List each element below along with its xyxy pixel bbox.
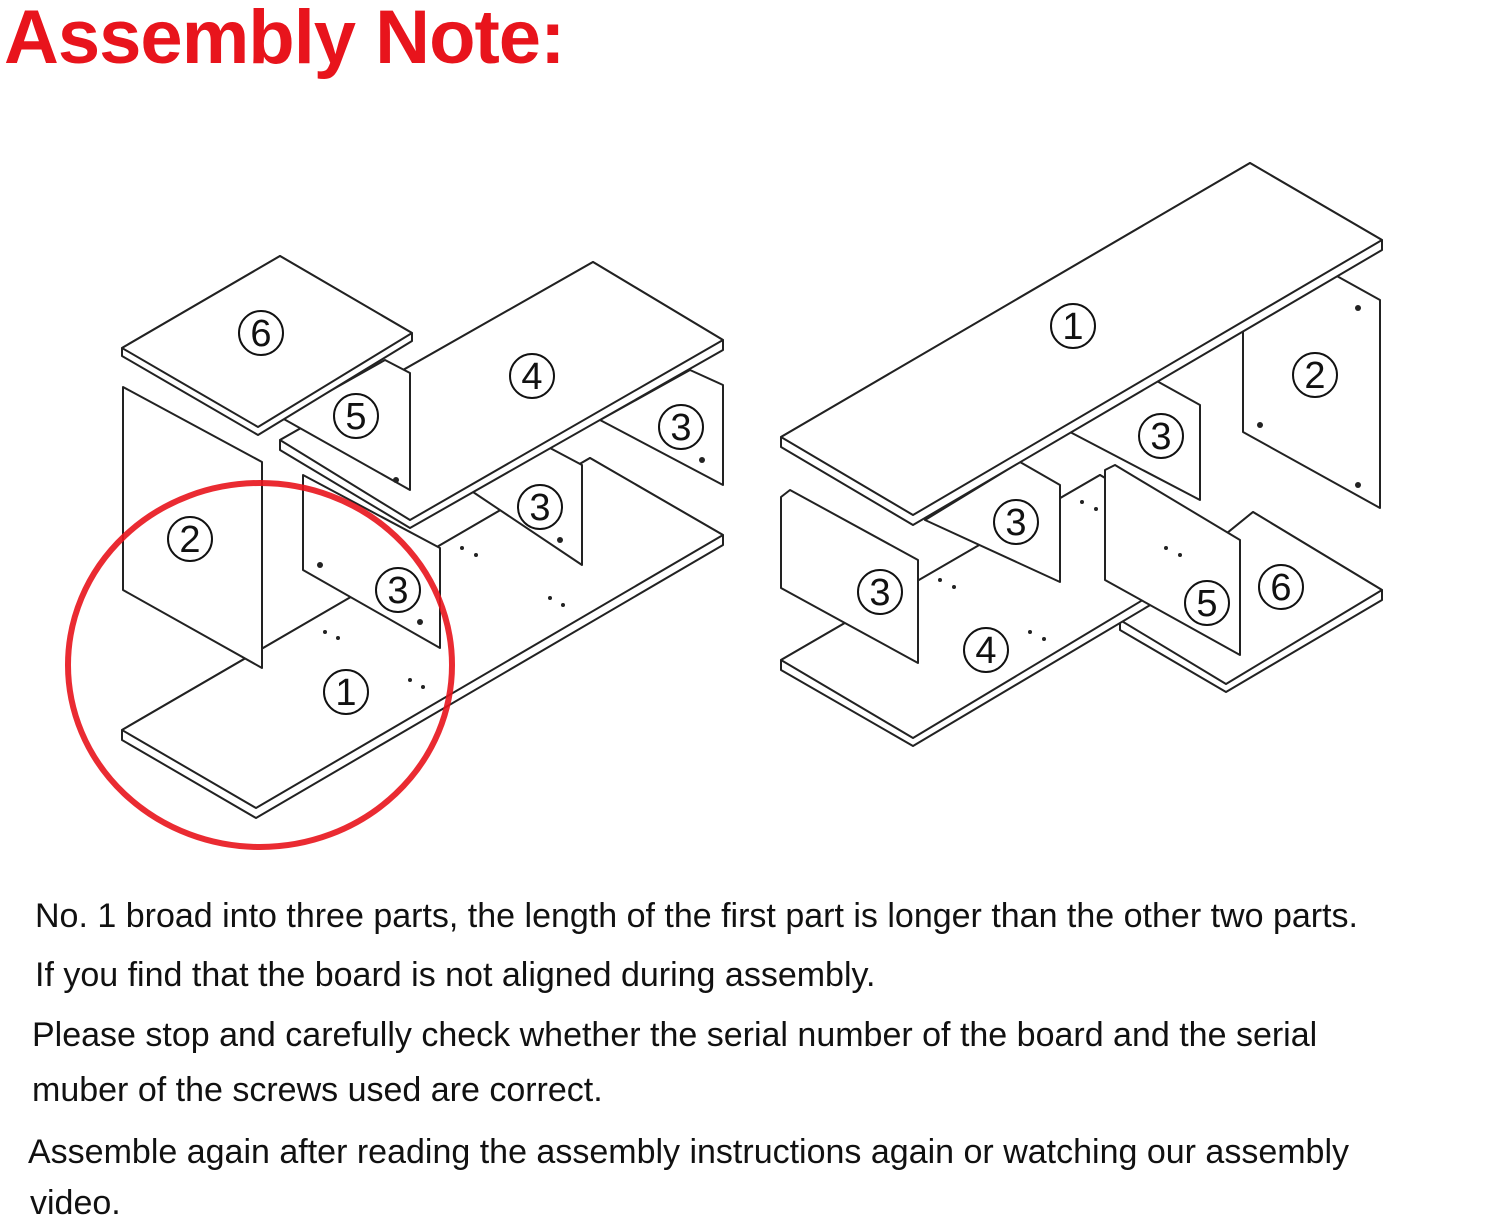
note-line-5: Assemble again after reading the assembl… [28,1133,1350,1171]
label-6: 6 [250,313,271,355]
label-2: 2 [1304,355,1325,397]
label-4: 4 [975,630,996,672]
page-title: Assembly Note: [4,0,565,80]
label-4: 4 [521,356,542,398]
note-line-4: muber of the screws used are correct. [32,1071,603,1109]
left-assembly: 6 5 4 3 3 3 2 1 [65,255,724,850]
assembly-diagram: 6 5 4 3 3 3 2 1 1 2 3 3 3 4 5 [65,162,1383,850]
label-3: 3 [1005,502,1026,544]
label-2: 2 [179,519,200,561]
note-line-6: video. [30,1184,121,1222]
label-3: 3 [869,572,890,614]
label-3: 3 [387,570,408,612]
label-6: 6 [1270,567,1291,609]
label-3: 3 [529,487,550,529]
label-1: 1 [335,672,356,714]
label-5: 5 [1196,583,1217,625]
note-line-1: No. 1 broad into three parts, the length… [35,897,1358,935]
right-assembly: 1 2 3 3 3 4 5 6 [780,162,1383,747]
label-1: 1 [1062,306,1083,348]
left-labels: 6 5 4 3 3 3 2 1 [167,310,704,715]
label-3: 3 [1150,416,1171,458]
note-line-3: Please stop and carefully check whether … [32,1016,1318,1054]
highlight-circle [65,480,455,850]
label-3: 3 [670,407,691,449]
right-labels: 1 2 3 3 3 4 5 6 [857,303,1338,673]
label-5: 5 [345,396,366,438]
note-line-2: If you find that the board is not aligne… [35,956,876,994]
right-panel-3-front [780,489,919,664]
